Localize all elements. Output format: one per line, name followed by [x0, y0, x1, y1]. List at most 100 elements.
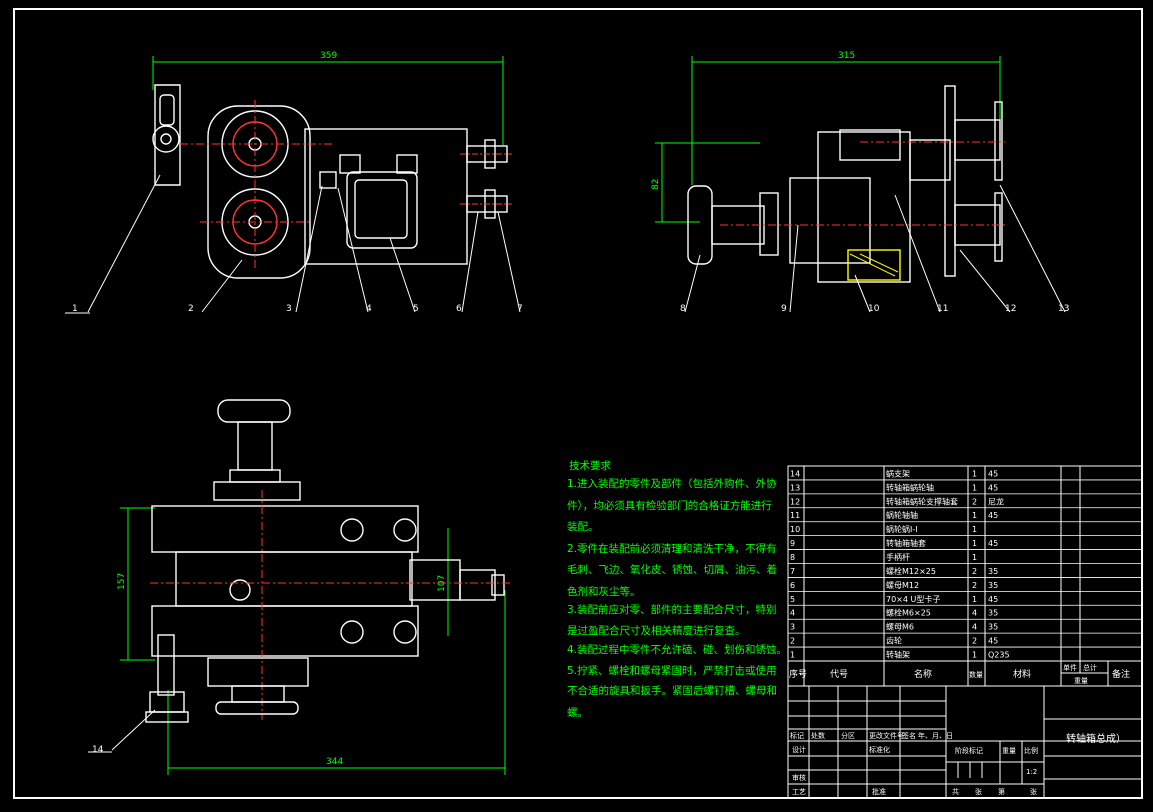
- bom-cell-name: 70×4 U型卡子: [886, 594, 940, 604]
- balloon-9: 9: [781, 304, 787, 314]
- tb-scale-label: 比例: [1024, 746, 1038, 755]
- tb-scale-value: 1:2: [1026, 768, 1037, 776]
- bom-cell-qty: 1: [972, 483, 977, 492]
- bom-cell-no: 10: [790, 525, 800, 534]
- bom-cell-no: 5: [790, 595, 795, 604]
- bom-cell-no: 3: [790, 623, 795, 632]
- drawing-frame: [13, 8, 1143, 799]
- bom-cell-no: 8: [790, 553, 795, 562]
- bom-cell-qty: 2: [972, 637, 977, 646]
- tech-line: 1.进入装配的零件及部件（包括外购件、外协: [567, 477, 777, 490]
- part-balloons: 1 2 3 4 5 6 7 8 9 10 11 12 13 14: [72, 304, 1069, 755]
- bom-cell-qty: 1: [972, 651, 977, 660]
- bom-table: [787, 465, 1143, 687]
- tb-sheet-unit1: 张: [975, 787, 982, 796]
- bom-cell-name: 螺母M12: [886, 580, 919, 590]
- tb-label-approve: 批准: [872, 787, 886, 796]
- bom-cell-no: 4: [790, 609, 795, 618]
- bom-cell-qty: 1: [972, 553, 977, 562]
- bom-cell-qty: 1: [972, 469, 977, 478]
- tb-label-mark: 标记: [790, 731, 804, 740]
- bom-cell-material: 45: [988, 469, 998, 478]
- tech-line: 3.装配前应对零、部件的主要配合尺寸，特别: [567, 603, 777, 616]
- tb-label-change-doc: 更改文件号: [869, 731, 904, 740]
- bom-cell-material: 45: [988, 483, 998, 492]
- tb-sheet-total: 共: [952, 787, 959, 796]
- bom-cell-name: 蜗轮轴轴: [886, 510, 918, 520]
- bom-cell-material: 35: [988, 581, 998, 590]
- bom-cell-name: 转轴箱蜗轮支撑轴套: [886, 496, 958, 506]
- bom-header-qty: 数量: [969, 670, 983, 679]
- tech-line: 色剂和灰尘等。: [567, 585, 641, 598]
- balloon-13: 13: [1058, 304, 1069, 314]
- bom-cell-material: 45: [988, 637, 998, 646]
- dimension-texts: 359 315 82 157 344 107: [117, 51, 855, 767]
- dim-bottom-right-width: 107: [437, 575, 447, 592]
- title-block: [787, 685, 1143, 799]
- bom-cell-qty: 2: [972, 567, 977, 576]
- bom-header-no: 序号: [789, 668, 807, 680]
- tb-sheet-unit2: 张: [1030, 787, 1037, 796]
- bom-cell-name: 手柄杆: [886, 552, 910, 562]
- tb-label-standard: 标准化: [869, 745, 890, 754]
- balloon-1: 1: [72, 304, 78, 314]
- bom-header-single: 单件: [1063, 663, 1077, 672]
- dim-bottom-width: 344: [326, 757, 343, 767]
- bom-header-name: 名称: [914, 668, 932, 680]
- bom-cell-qty: 1: [972, 525, 977, 534]
- balloon-11: 11: [937, 304, 948, 314]
- balloon-3: 3: [286, 304, 292, 314]
- tech-title: 技术要求: [569, 459, 611, 472]
- tech-requirements: 技术要求 1.进入装配的零件及部件（包括外购件、外协 件），均必须具有检验部门的…: [567, 459, 787, 719]
- bom-cell-qty: 1: [972, 511, 977, 520]
- bom-cell-no: 11: [790, 511, 800, 520]
- bom-cell-material: 35: [988, 623, 998, 632]
- bom-header-total: 总计: [1083, 663, 1097, 672]
- tech-line: 5.拧紧、螺栓和螺母紧固时，严禁打击或使用: [567, 664, 777, 677]
- bom-cell-qty: 4: [972, 623, 977, 632]
- bom-cell-material: 35: [988, 567, 998, 576]
- bom-cell-no: 9: [790, 539, 795, 548]
- tech-line: 毛刺、飞边、氧化皮、锈蚀、切屑、油污、着: [567, 563, 777, 576]
- balloon-12: 12: [1005, 304, 1016, 314]
- tech-line: 是过盈配合尺寸及相关精度进行复查。: [567, 624, 746, 637]
- tb-sheet-no: 第: [998, 787, 1005, 796]
- bom-header-remark: 备注: [1112, 668, 1130, 680]
- dim-top-right-height: 82: [651, 179, 661, 190]
- bom-cell-qty: 2: [972, 497, 977, 506]
- bom-cell-name: 蜗支架: [886, 468, 910, 478]
- bom-cell-material: Q235: [988, 651, 1010, 660]
- bom-cell-qty: 4: [972, 609, 977, 618]
- bom-header-mat: 材料: [1013, 668, 1031, 680]
- balloon-8: 8: [680, 304, 686, 314]
- bom-cell-name: 螺栓M6×25: [886, 608, 931, 618]
- tech-line: 装配。: [567, 520, 599, 533]
- tb-label-sign: 签名: [902, 731, 916, 740]
- bom-header-weight: 重量: [1074, 677, 1088, 685]
- bom-cell-material: 45: [988, 595, 998, 604]
- balloon-2: 2: [188, 304, 194, 314]
- bom-header: 序号 代号 名称 数量 材料 单件 总计 重量 备注: [789, 663, 1130, 685]
- bom-cell-material: 45: [988, 539, 998, 548]
- bom-cell-qty: 1: [972, 595, 977, 604]
- bom-cell-name: 转轴箱蜗轮轴: [886, 482, 934, 492]
- tech-line: 不合适的旋具和扳手。紧固后螺钉槽、螺母和: [567, 684, 777, 697]
- tech-line: 2.零件在装配前必须清理和清洗干净，不得有: [567, 542, 777, 555]
- drawing-name: 转轴箱总成）: [1066, 732, 1126, 745]
- bom-cell-no: 14: [790, 469, 800, 478]
- tb-label-count: 处数: [811, 731, 825, 740]
- tech-line: 螺。: [567, 707, 588, 719]
- tb-label-review: 审核: [792, 773, 806, 782]
- bom-cell-name: 齿轮: [886, 636, 902, 646]
- tech-line: 4.装配过程中零件不允许磕、碰、划伤和锈蚀。: [567, 643, 787, 656]
- balloon-14: 14: [92, 745, 104, 755]
- bom-row-lines: [788, 479, 1142, 648]
- bom-cell-no: 13: [790, 483, 800, 492]
- tb-label-date: 年、月、日: [918, 731, 953, 740]
- bom-cell-name: 转轴箱轴套: [886, 538, 926, 548]
- tb-weight-label: 重量: [1002, 747, 1016, 755]
- tech-line: 件），均必须具有检验部门的合格证方能进行: [567, 499, 772, 512]
- bom-cell-name: 蜗轮蜗I-I: [886, 524, 918, 534]
